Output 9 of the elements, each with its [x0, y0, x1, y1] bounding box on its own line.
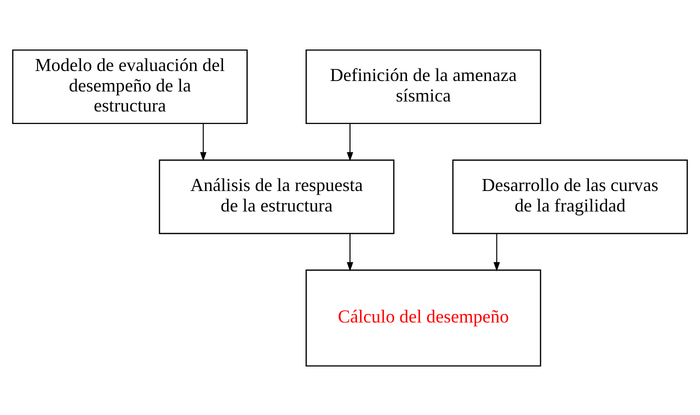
arrow — [346, 233, 354, 271]
arrow — [200, 123, 206, 161]
node-box: Definición de la amenaza sísmica — [306, 48, 542, 124]
node-box: Cálculo del desempeño — [306, 269, 542, 366]
node-box: Modelo de evaluación del desempeño de la estructura — [12, 48, 248, 124]
arrow — [346, 123, 354, 161]
arrow — [494, 233, 500, 271]
node-box: Desarrollo de las curvas de la fragilidad — [452, 159, 688, 234]
node-box: Análisis de la respuesta de la estructura — [158, 159, 394, 234]
